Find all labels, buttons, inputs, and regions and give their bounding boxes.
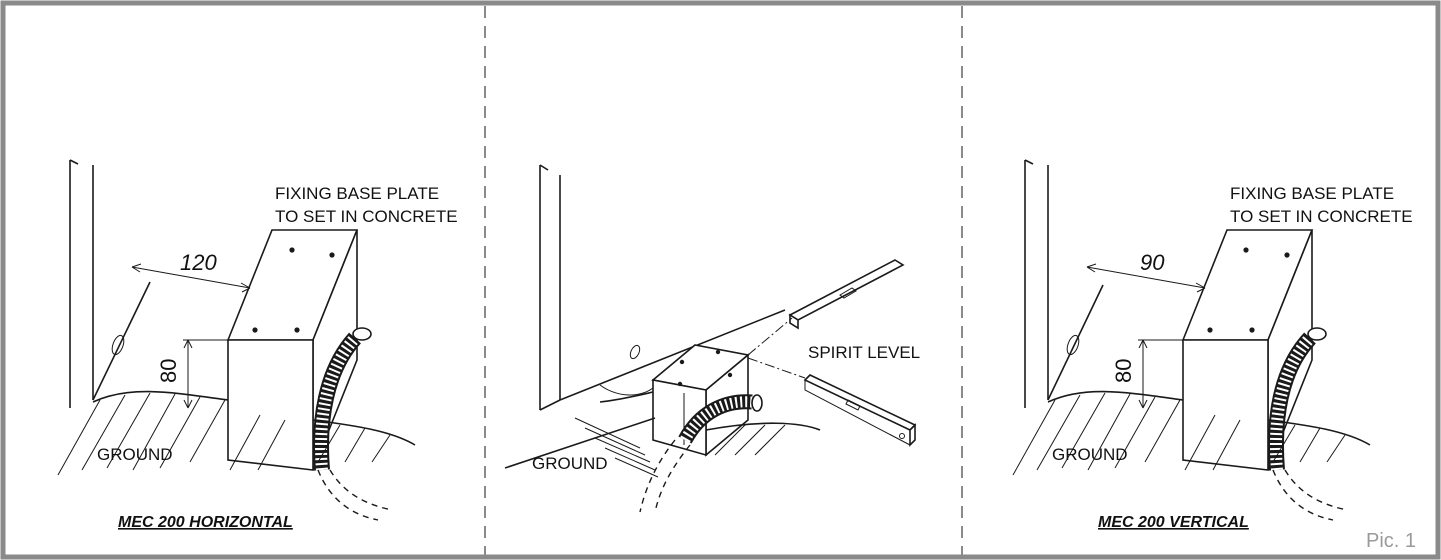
figure-label: Pic. 1: [1366, 530, 1416, 552]
spirit-level-top: [788, 259, 905, 330]
dimension-depth: 120: [131, 250, 251, 293]
cable-conduit: [313, 327, 393, 521]
caption-horizontal: MEC 200 HORIZONTAL: [118, 514, 293, 531]
ground-surface: [599, 391, 654, 403]
plate-label-line1: FIXING BASE PLATE: [275, 184, 439, 203]
dimension-depth-value: 90: [1140, 250, 1165, 275]
gate-post: [539, 164, 561, 411]
plate-label-line1: FIXING BASE PLATE: [1230, 184, 1394, 203]
gate-post: [69, 159, 94, 408]
dimension-height-value: 80: [156, 359, 181, 383]
cable-conduit: [1267, 327, 1348, 521]
ground-surface: [92, 390, 229, 403]
gate-bottom-edge: [559, 309, 786, 401]
gate-post: [1024, 159, 1049, 408]
dimension-depth: 90: [1086, 250, 1206, 293]
spirit-level-label: SPIRIT LEVEL: [808, 343, 920, 362]
dimension-depth-value: 120: [180, 250, 217, 275]
ground-surface-right: [1267, 419, 1371, 446]
plate-label-line2: TO SET IN CONCRETE: [1230, 207, 1413, 226]
gate-leaf-edge: [92, 281, 151, 401]
panel-spirit-level: SPIRIT LEVEL GROUND: [504, 164, 920, 513]
ground-label: GROUND: [97, 445, 173, 464]
ground-surface: [1047, 390, 1184, 403]
cable-conduit: [639, 394, 763, 513]
gate-hinge: [1066, 334, 1080, 356]
caption-vertical: MEC 200 VERTICAL: [1098, 514, 1249, 531]
dimension-height: 80: [156, 339, 228, 409]
ground-edge: [504, 417, 656, 469]
alignment-line-top: [747, 317, 793, 356]
ground-label: GROUND: [1052, 445, 1128, 464]
gate-leaf-edge: [1047, 284, 1104, 401]
ground-hatching: [57, 392, 391, 476]
ground-hatching: [1012, 392, 1346, 476]
ground-label: GROUND: [532, 454, 608, 473]
dimension-height: 80: [1111, 339, 1183, 409]
ground-hatching: [574, 417, 786, 478]
panel-horizontal: 120 80 FIXING BASE PLATE TO SET IN CONCR…: [57, 159, 458, 531]
spirit-level-bottom: [803, 374, 917, 447]
ground-surface-right: [312, 419, 416, 446]
gate-hinge: [111, 334, 125, 356]
gate-hinge: [629, 344, 641, 360]
ground-surface-right: [705, 422, 821, 431]
alignment-line-bottom: [747, 357, 806, 379]
dimension-height-value: 80: [1111, 359, 1136, 383]
plate-label-line2: TO SET IN CONCRETE: [275, 207, 458, 226]
panel-vertical: 90 80 FIXING BASE PLATE TO SET IN CONCRE…: [1012, 159, 1413, 531]
